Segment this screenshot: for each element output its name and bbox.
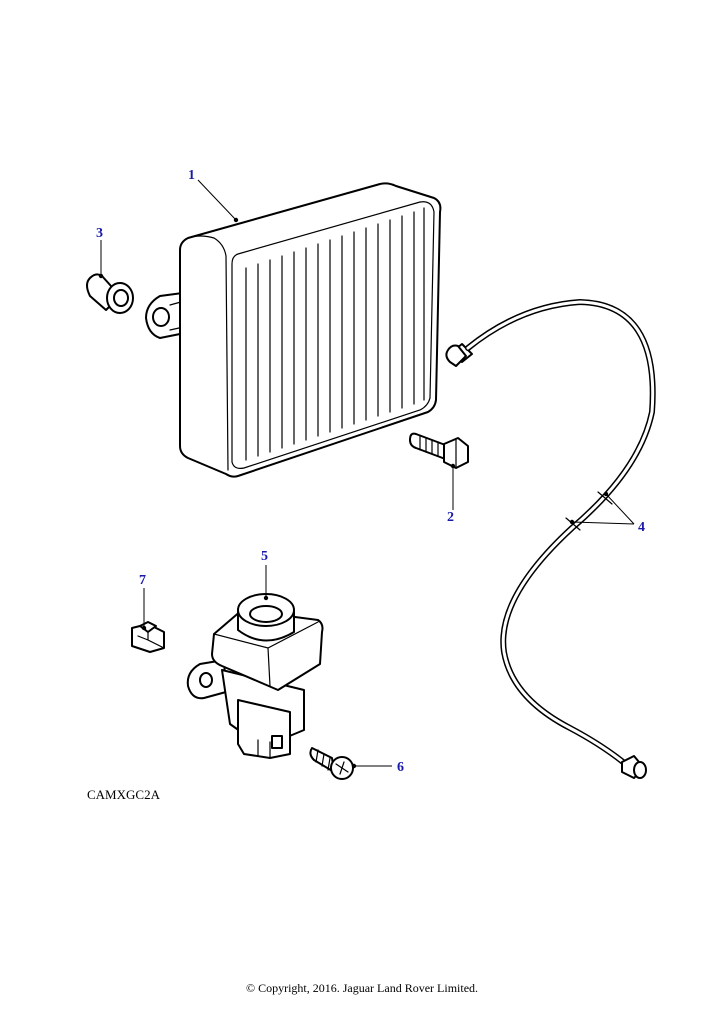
- sensor-cable: [445, 298, 656, 779]
- drawing-code: CAMXGC2A: [87, 787, 160, 802]
- sensor: [186, 593, 324, 759]
- screw: [309, 747, 354, 780]
- callout-3: 3: [96, 226, 103, 241]
- clip: [131, 621, 165, 653]
- bolt: [409, 432, 469, 469]
- callout-5: 5: [261, 549, 268, 564]
- callout-1: 1: [188, 168, 195, 183]
- callout-6: 6: [397, 760, 404, 775]
- callout-2: 2: [447, 510, 454, 525]
- bushing: [86, 273, 134, 314]
- callout-4: 4: [638, 520, 645, 535]
- copyright-notice: © Copyright, 2016. Jaguar Land Rover Lim…: [245, 981, 479, 995]
- control-module: [145, 182, 442, 478]
- leader-lines: [98, 179, 635, 769]
- callout-7: 7: [139, 573, 146, 588]
